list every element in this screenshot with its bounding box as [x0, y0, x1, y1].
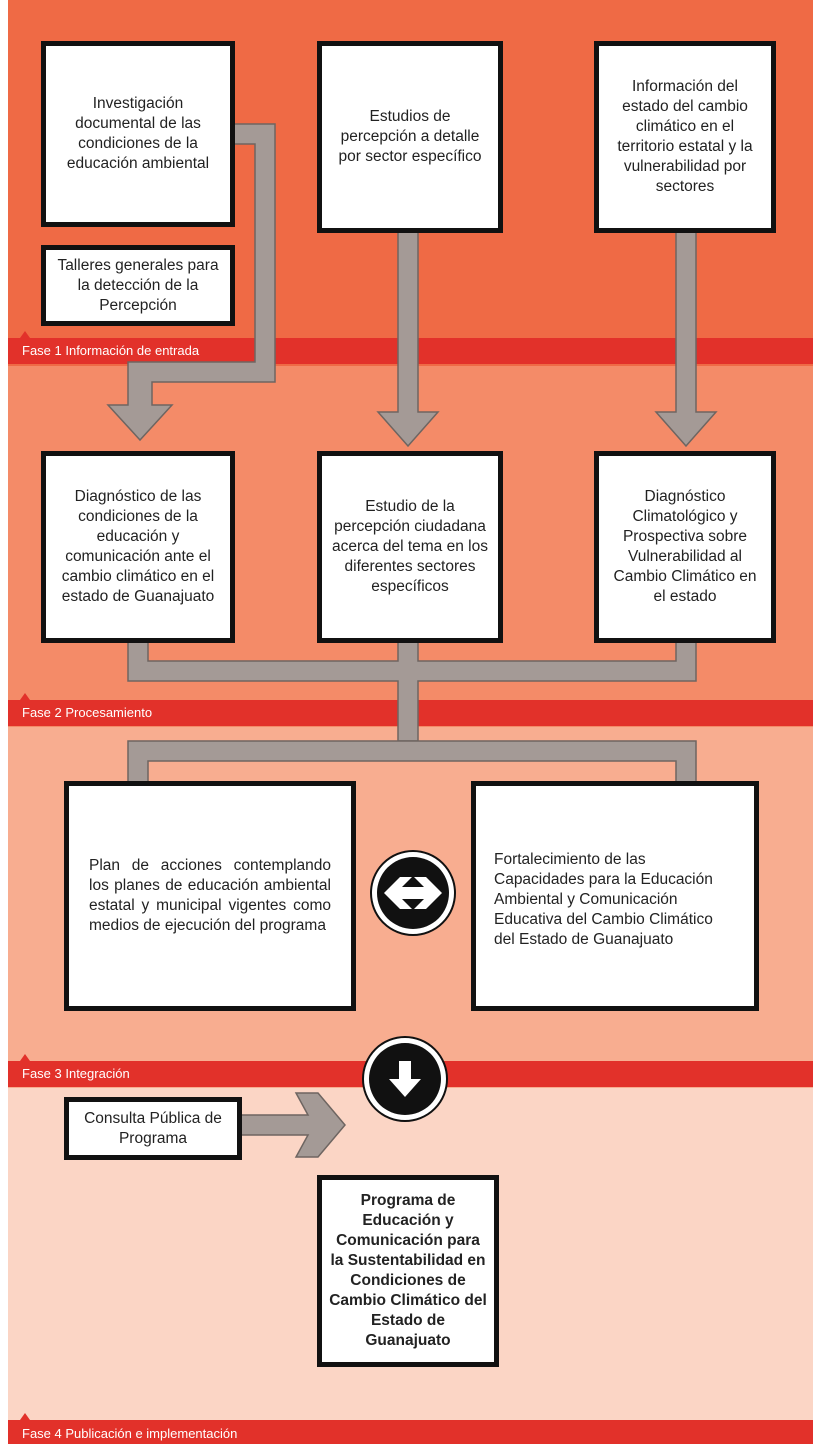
box-investigacion-text: Investigación documental de las condicio… — [66, 95, 210, 172]
phase4-notch — [20, 1413, 30, 1420]
box-consulta: Consulta Pública de Programa — [64, 1097, 242, 1160]
phase4-bar: Fase 4 Publicación e implementación — [8, 1420, 813, 1444]
box-estudios-text: Estudios de percepción a detalle por sec… — [338, 108, 482, 165]
box-diagnostico-climatologico: Diagnóstico Climatológico y Prospectiva … — [594, 451, 776, 643]
box-talleres-text: Talleres generales para la detección de … — [57, 256, 219, 314]
phase1-label: Fase 1 Información de entrada — [22, 343, 200, 358]
connector-arrow-2 — [376, 227, 440, 448]
box-programa-text: Programa de Educación y Comunicación par… — [329, 1192, 487, 1349]
box-estudio-percepcion-text: Estudio de la percepción ciudadana acerc… — [332, 498, 488, 595]
box-consulta-text: Consulta Pública de Programa — [84, 1109, 222, 1147]
left-right-arrow-icon — [377, 857, 449, 929]
box-fortalecimiento: Fortalecimiento de las Capacidades para … — [471, 781, 759, 1011]
box-fortalecimiento-text: Fortalecimiento de las Capacidades para … — [494, 851, 713, 948]
phase1-notch — [20, 331, 30, 338]
box-diagnostico-educacion-text: Diagnóstico de las condiciones de la edu… — [61, 488, 215, 605]
phase3-notch — [20, 1054, 30, 1061]
down-arrow-icon — [369, 1043, 441, 1115]
box-estudio-percepcion: Estudio de la percepción ciudadana acerc… — [317, 451, 503, 643]
phase2-notch — [20, 693, 30, 700]
box-plan-text: Plan de acciones contemplando los planes… — [89, 857, 331, 934]
box-plan: Plan de acciones contemplando los planes… — [64, 781, 356, 1011]
box-talleres: Talleres generales para la detección de … — [41, 245, 235, 326]
exchange-circle — [370, 850, 456, 936]
down-circle — [362, 1036, 448, 1122]
box-diagnostico-educacion: Diagnóstico de las condiciones de la edu… — [41, 451, 235, 643]
connector-arrow-consulta — [237, 1092, 346, 1158]
box-diagnostico-climatologico-text: Diagnóstico Climatológico y Prospectiva … — [613, 488, 757, 605]
box-investigacion: Investigación documental de las condicio… — [41, 41, 235, 227]
phase3-label: Fase 3 Integración — [22, 1066, 130, 1081]
connector-arrow-3 — [654, 227, 718, 448]
box-programa: Programa de Educación y Comunicación par… — [317, 1175, 499, 1367]
box-informacion: Información del estado del cambio climát… — [594, 41, 776, 233]
phase2-label: Fase 2 Procesamiento — [22, 705, 153, 720]
connector-arrow-1 — [106, 123, 276, 442]
box-informacion-text: Información del estado del cambio climát… — [617, 78, 753, 195]
connector-split — [127, 740, 697, 783]
connector-merge — [127, 639, 697, 742]
box-estudios: Estudios de percepción a detalle por sec… — [317, 41, 503, 233]
phase4-label: Fase 4 Publicación e implementación — [22, 1426, 238, 1441]
